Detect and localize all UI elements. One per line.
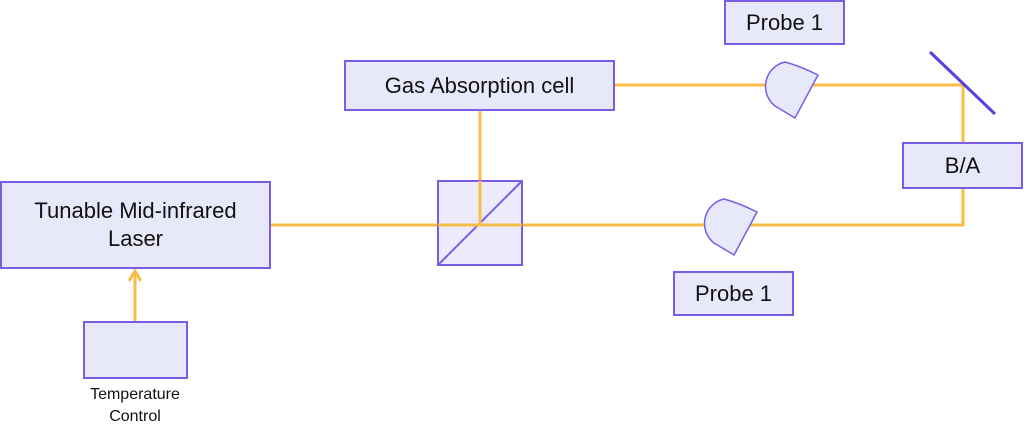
laser-box: Tunable Mid-infrared Laser: [0, 181, 271, 269]
gas-cell-label: Gas Absorption cell: [384, 72, 575, 98]
gas-cell-box: Gas Absorption cell: [344, 60, 615, 111]
ba-label: B/A: [944, 152, 981, 178]
detector-top-icon: [764, 61, 820, 120]
detector-bottom-icon: [703, 198, 759, 257]
laser-label: Tunable Mid-infrared Laser: [34, 198, 237, 251]
probe-bottom-label: Probe 1: [694, 280, 773, 306]
probe-top-label: Probe 1: [745, 9, 824, 35]
temperature-box: [83, 321, 188, 379]
temperature-label: Temperature Control: [90, 386, 180, 425]
mirror-icon: [928, 50, 997, 116]
arrow-head-icon: [127, 268, 143, 282]
probe-bottom-box: Probe 1: [673, 271, 794, 316]
probe-top-box: Probe 1: [724, 0, 845, 45]
ba-box: B/A: [902, 142, 1023, 189]
